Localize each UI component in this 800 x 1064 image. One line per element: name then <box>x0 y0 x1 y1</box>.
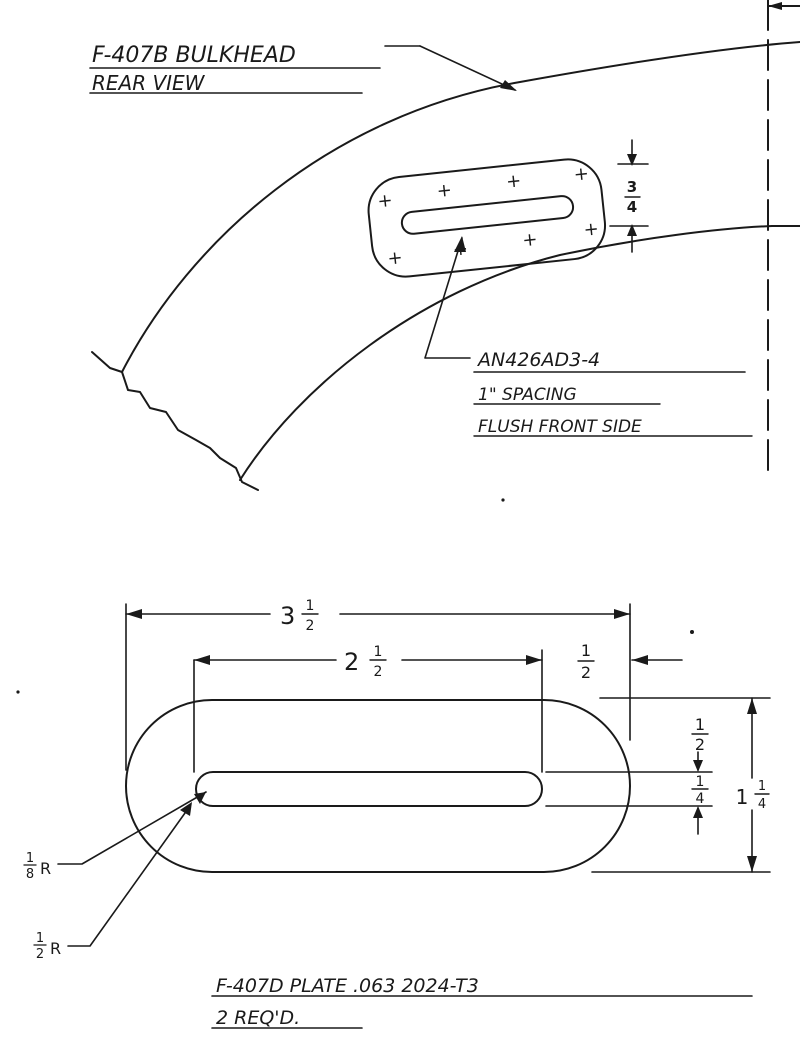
dim-height-den: 4 <box>758 797 766 812</box>
radius-small-den: 8 <box>26 867 34 882</box>
radius-small-leader <box>57 791 207 865</box>
part-quantity: 2 REQ'D. <box>216 1007 300 1029</box>
rivet-mark: + <box>386 247 403 269</box>
dim-height-whole: 1 <box>736 785 749 809</box>
plate-detail-view: 3 1 2 2 1 2 1 2 1 2 1 4 <box>23 598 771 1029</box>
dim-3-4-den: 4 <box>627 198 637 216</box>
speck <box>16 690 20 694</box>
arrowhead-left <box>632 655 648 665</box>
rivet-mark: + <box>521 229 538 251</box>
rivet-spec: AN426AD3-4 <box>476 349 600 371</box>
radius-small-arrowhead <box>194 792 206 804</box>
dim-height-num: 1 <box>758 779 766 794</box>
arrowhead-up <box>627 224 637 236</box>
radius-large-den: 2 <box>36 947 44 962</box>
arrowhead-up <box>747 698 757 714</box>
arrowhead-up <box>693 806 703 818</box>
rivet-mark: + <box>583 218 600 240</box>
bulkhead-outer-arc <box>121 41 800 373</box>
dim-slot-num: 1 <box>374 644 383 660</box>
radius-small-num: 1 <box>26 851 34 866</box>
dim-overall-whole: 3 <box>280 602 295 630</box>
speck <box>690 630 694 634</box>
dim-slot-whole: 2 <box>344 648 359 676</box>
rivet-leader-arrowhead <box>454 236 466 252</box>
bulkhead-title: F-407B BULKHEAD <box>92 43 296 68</box>
plate-slot <box>400 195 575 235</box>
radius-large-arrowhead <box>180 802 192 816</box>
rivet-spacing: 1" SPACING <box>478 385 577 405</box>
bulkhead-inner-arc <box>239 225 773 481</box>
part-spec: F-407D PLATE .063 2024-T3 <box>216 975 479 997</box>
rivet-leader <box>424 237 471 359</box>
arrowhead-right <box>526 655 542 665</box>
title-leader-arrowhead <box>500 80 517 91</box>
arrowhead-right <box>614 609 630 619</box>
arrowhead-down <box>747 856 757 872</box>
arrowhead-top-right <box>768 2 782 10</box>
bulkhead-rear-view: F-407B BULKHEAD REAR VIEW + + + + + + + … <box>89 0 800 491</box>
bulkhead-subtitle: REAR VIEW <box>92 71 206 95</box>
speck <box>501 498 505 502</box>
arrowhead-left <box>126 609 142 619</box>
dim-overall-num: 1 <box>306 598 315 614</box>
rivet-mark: + <box>376 190 393 212</box>
rivet-mark: + <box>436 180 453 202</box>
dim-upper-num: 1 <box>695 715 705 734</box>
arrowhead-left <box>194 655 210 665</box>
radius-large-leader <box>67 805 191 947</box>
detail-plate-outline <box>125 699 631 873</box>
arrowhead-down <box>627 154 637 166</box>
dim-slotw-den: 4 <box>696 791 705 807</box>
dim-3-4-num: 3 <box>627 178 637 196</box>
dim-edge-num: 1 <box>581 641 591 660</box>
rivet-mark: + <box>505 170 522 192</box>
title-leader <box>419 45 516 91</box>
bulkhead-plate: + + + + + + + + <box>367 158 607 278</box>
dim-edge-den: 2 <box>581 663 591 682</box>
dim-overall-den: 2 <box>306 618 315 634</box>
radius-small-suffix: R <box>40 859 51 878</box>
break-line <box>91 351 259 491</box>
rivet-mark: + <box>573 163 590 185</box>
detail-plate-slot <box>195 771 543 807</box>
radius-large-num: 1 <box>36 931 44 946</box>
dim-upper-den: 2 <box>695 735 705 754</box>
rivet-flush-note: FLUSH FRONT SIDE <box>478 417 642 437</box>
radius-large-suffix: R <box>50 939 61 958</box>
dim-slotw-num: 1 <box>696 774 705 790</box>
arrowhead-down <box>693 760 703 772</box>
plate-outline <box>367 158 607 278</box>
dim-slot-den: 2 <box>374 664 383 680</box>
